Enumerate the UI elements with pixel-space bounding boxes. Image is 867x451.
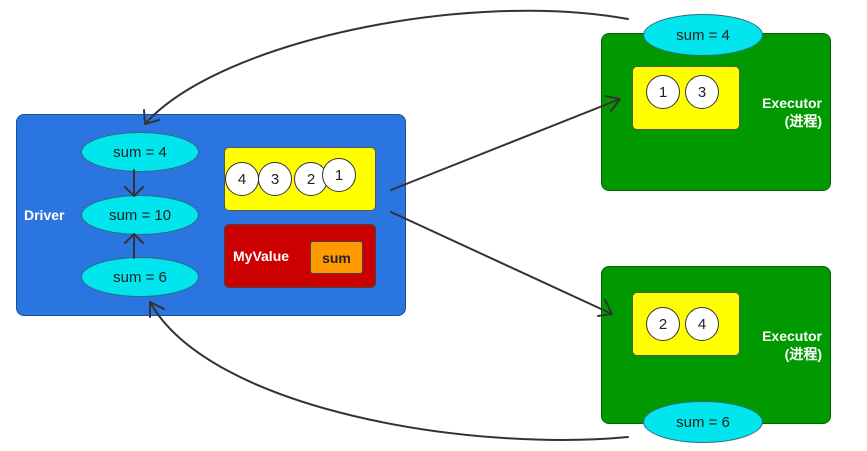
partition-circle: 3 bbox=[685, 75, 719, 109]
dispatch-arrow-bottom bbox=[390, 211, 613, 315]
partition-circle: 4 bbox=[685, 307, 719, 341]
executor-sum: sum = 4 bbox=[643, 14, 763, 56]
driver-sum-total: sum = 10 bbox=[81, 195, 199, 235]
accumulator-label: MyValue bbox=[233, 248, 290, 264]
executor-label: Executor (进程) bbox=[762, 328, 822, 362]
partition-circle: 2 bbox=[646, 307, 680, 341]
driver-label: Driver bbox=[24, 207, 65, 223]
partition-circle: 1 bbox=[646, 75, 680, 109]
partition-circle: 4 bbox=[225, 162, 259, 196]
return-arrow-top bbox=[144, 9, 629, 125]
accumulator-field: sum bbox=[310, 241, 363, 274]
driver-sum-top: sum = 4 bbox=[81, 132, 199, 172]
partition-circle: 1 bbox=[322, 158, 356, 192]
dispatch-arrow-top bbox=[390, 98, 621, 191]
driver-sum-bottom: sum = 6 bbox=[81, 257, 199, 297]
executor-sum: sum = 6 bbox=[643, 401, 763, 443]
executor-label: Executor (进程) bbox=[762, 95, 822, 129]
return-arrow-bottom bbox=[149, 301, 629, 441]
partition-circle: 3 bbox=[258, 162, 292, 196]
